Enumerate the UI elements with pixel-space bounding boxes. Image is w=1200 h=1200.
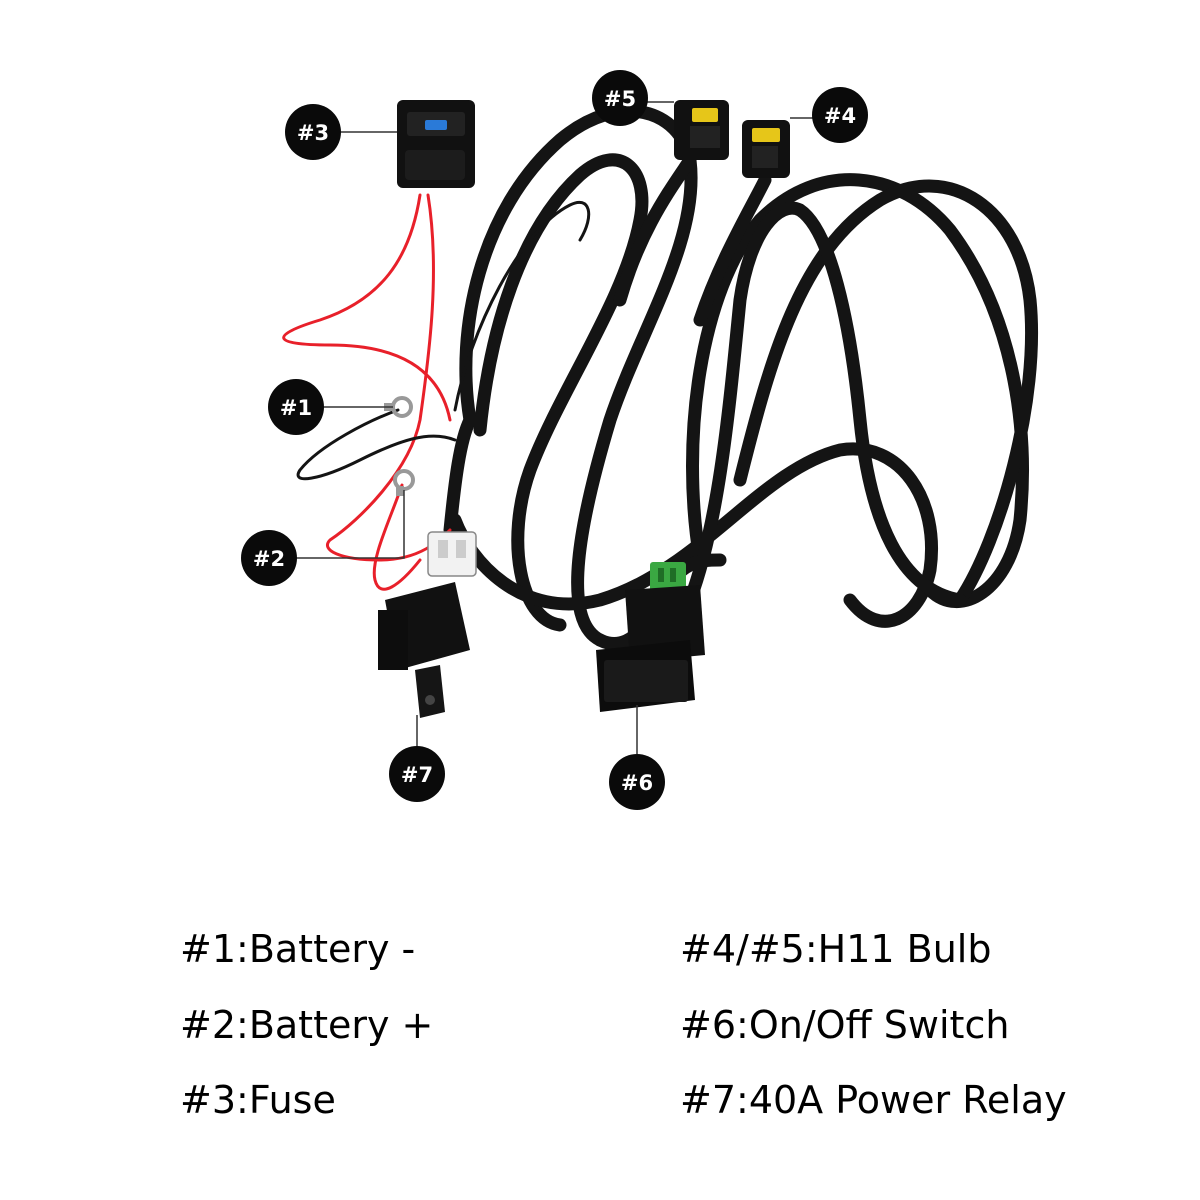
- h11-connector-icon: [674, 100, 790, 178]
- black-wire-battery-minus: [296, 408, 457, 481]
- cable-loop-right-3: [683, 201, 967, 607]
- cable-to-bulb-4: [693, 173, 772, 327]
- legend-item-on-off-switch: #6:On/Off Switch: [680, 1003, 1010, 1047]
- callout-badge-4: #4: [812, 87, 868, 143]
- harness-cables: [443, 104, 1039, 651]
- red-wire-fuse-2: [326, 193, 452, 562]
- callout-badge-7: #7: [389, 746, 445, 802]
- leader-lines: [295, 101, 815, 754]
- callout-badge-1: #1: [268, 379, 324, 435]
- ring-terminal-positive-icon: [393, 469, 415, 496]
- callout-badge-2: #2: [241, 530, 297, 586]
- cable-relay-trunk: [443, 413, 477, 537]
- callout-badge-6: #6: [609, 754, 665, 810]
- svg-text:#2: #2: [253, 547, 285, 571]
- legend-item-battery-negative: #1:Battery -: [180, 927, 416, 971]
- wiring-harness-diagram: #3 #1 #2 #7 #6 #5 #4: [241, 70, 1039, 810]
- svg-text:#7: #7: [401, 763, 433, 787]
- cable-run-lower: [448, 442, 938, 628]
- svg-text:#4: #4: [824, 104, 856, 128]
- on-off-switch-icon: [596, 562, 705, 712]
- leader-line-2: [295, 490, 405, 559]
- cable-loop-right: [686, 173, 1029, 608]
- legend: #1:Battery - #4/#5:H11 Bulb #2:Battery +…: [0, 905, 1200, 1145]
- callout-badge-5: #5: [592, 70, 648, 126]
- fuse-holder-icon: [397, 100, 475, 188]
- legend-item-fuse: #3:Fuse: [180, 1078, 336, 1122]
- cable-to-bulb-5: [613, 153, 697, 307]
- legend-item-h11-bulb: #4/#5:H11 Bulb: [680, 927, 992, 971]
- cable-loop-right-2: [733, 179, 1039, 607]
- thin-wires: [282, 193, 591, 591]
- svg-text:#6: #6: [621, 771, 653, 795]
- svg-text:#3: #3: [297, 121, 329, 145]
- legend-item-battery-positive: #2:Battery +: [180, 1003, 434, 1047]
- callout-badge-3: #3: [285, 104, 341, 160]
- svg-text:#5: #5: [604, 87, 636, 111]
- red-wire-fuse-loop: [282, 193, 452, 422]
- legend-item-power-relay: #7:40A Power Relay: [680, 1078, 1067, 1122]
- black-wire-upper: [453, 201, 591, 412]
- red-wire-battery-plus: [372, 483, 422, 591]
- cable-loop-left-inner: [473, 153, 649, 632]
- svg-text:#1: #1: [280, 396, 312, 420]
- power-relay-icon: [378, 531, 477, 718]
